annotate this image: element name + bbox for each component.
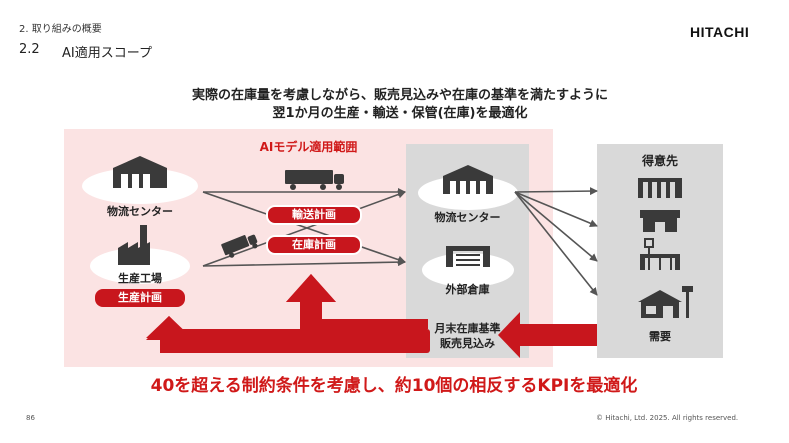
- headline-line-1: 実際の在庫量を考慮しながら、販売見込みや在庫の基準を満たすように: [191, 88, 608, 103]
- transport-plan-badge: 輸送計画: [266, 205, 362, 225]
- headline-line-2: 翌1か月の生産・輸送・保管(在庫)を最適化: [272, 106, 528, 121]
- factory-icon: [118, 225, 150, 265]
- page-title: AI適用スコープ: [62, 46, 152, 61]
- warehouse-icon-left: [113, 156, 167, 188]
- production-plan-badge: 生産計画: [95, 289, 185, 307]
- demand-label: 需要: [649, 330, 671, 343]
- factory-label: 生産工場: [118, 272, 162, 285]
- truck-icon-bottom: [221, 234, 258, 258]
- customers-title: 得意先: [641, 154, 678, 168]
- factory-ellipse: [90, 248, 190, 284]
- left-logistics-label: 物流センター: [107, 205, 173, 218]
- copyright: © Hitachi, Ltd. 2025. All rights reserve…: [596, 414, 739, 422]
- flow-arrows: [202, 187, 598, 296]
- section-number: 2.2: [19, 42, 40, 57]
- truck-icon-top: [285, 170, 344, 190]
- breadcrumb: 2. 取り組みの概要: [19, 24, 102, 35]
- kpi-standards-box: 月末在庫基準 販売見込み: [406, 321, 529, 351]
- month-end-inventory-standard: 月末在庫基準: [434, 322, 501, 335]
- feedback-arrow: [146, 274, 597, 358]
- customer-store-icons: [638, 178, 693, 318]
- warehouse-icon-mid: [443, 165, 493, 194]
- external-warehouse-icon: [446, 246, 490, 267]
- external-warehouse-label: 外部倉庫: [445, 283, 490, 296]
- page-number: 86: [26, 414, 35, 422]
- ai-scope-label: AIモデル適用範囲: [259, 140, 358, 154]
- inventory-plan-badge: 在庫計画: [266, 235, 362, 255]
- hitachi-logo: HITACHI: [690, 24, 750, 40]
- external-warehouse-ellipse: [422, 253, 514, 287]
- bottom-message: 40を超える制約条件を考慮し、約10個の相反するKPIを最適化: [150, 376, 638, 396]
- mid-logistics-label: 物流センター: [434, 211, 501, 224]
- sales-forecast: 販売見込み: [440, 337, 495, 350]
